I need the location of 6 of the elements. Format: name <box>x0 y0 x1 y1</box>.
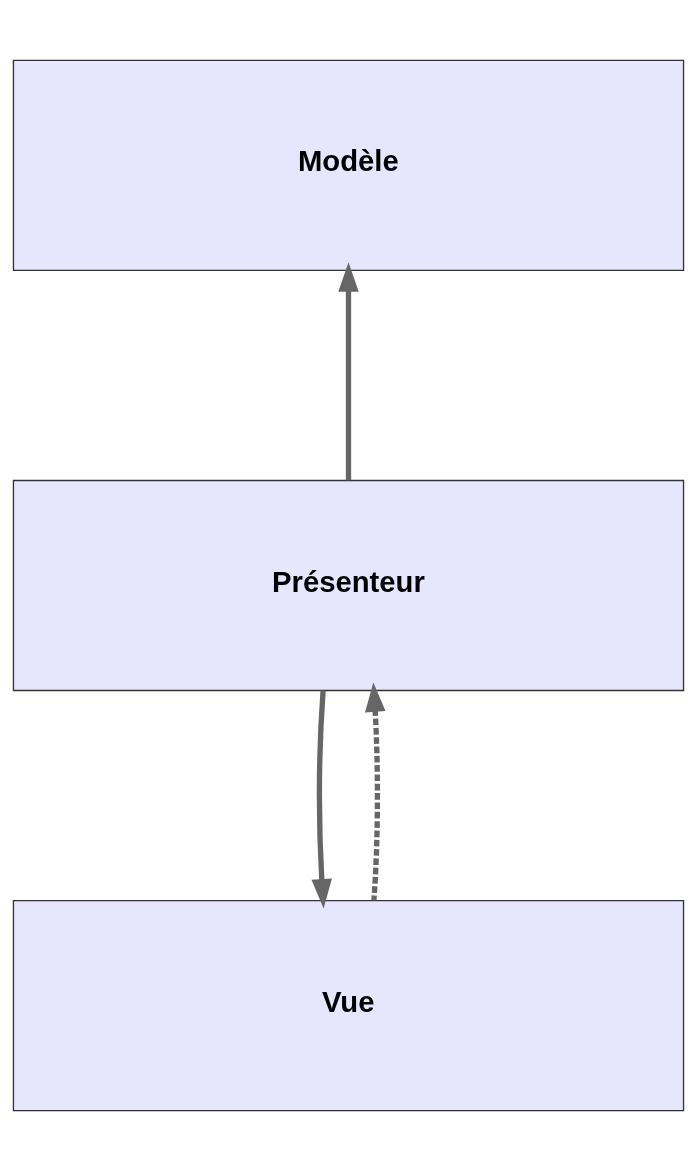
arrow <box>311 689 332 908</box>
node-box: Vue <box>12 899 685 1111</box>
arrow <box>365 682 386 901</box>
node-box: Présenteur <box>12 479 685 691</box>
node-box: Modèle <box>12 59 685 271</box>
arrow <box>338 261 359 480</box>
